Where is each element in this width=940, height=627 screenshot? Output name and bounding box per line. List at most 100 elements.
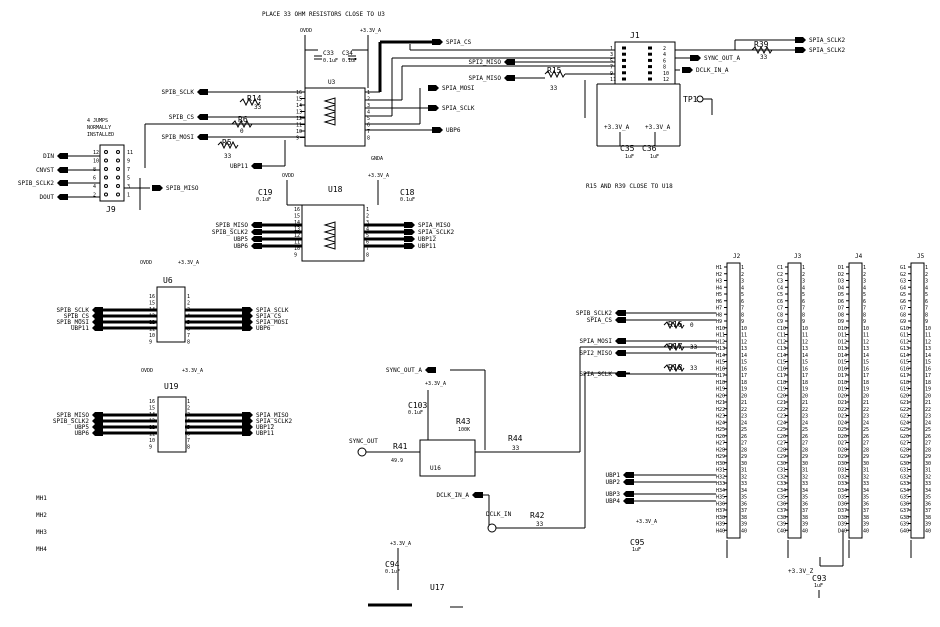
connector-pin-label: G39 — [900, 522, 909, 528]
jumper-note-1: 4 JUMPS — [87, 118, 108, 124]
connector-pin-number: 33 — [863, 481, 869, 487]
flag-u6-right: UBP6 — [242, 325, 271, 332]
connector-pin-label: G7 — [900, 306, 906, 312]
connector-pin-label: D12 — [838, 339, 847, 345]
u6-body — [156, 286, 186, 343]
connector-pin-number: 8 — [802, 312, 805, 318]
connector-pin-number: 28 — [863, 447, 869, 453]
resistor-r16-value: 0 — [690, 322, 694, 329]
connector-pin-number: 1 — [741, 265, 744, 271]
net-flag-j9: SPIB_SCLK2 — [18, 180, 68, 187]
u6-bus-pin-right: 6 — [187, 327, 190, 333]
connector-pin-number: 23 — [863, 414, 869, 420]
connector-pin-number: 16 — [741, 366, 747, 372]
connector-pin-number: 19 — [863, 387, 869, 393]
net-flag-j1-spiamiso-text: SPIA_MISO — [468, 75, 501, 82]
resistor-r16 — [663, 320, 685, 330]
connector-pin-label: G13 — [900, 346, 909, 352]
connector-pin-number: 38 — [925, 515, 931, 521]
flag-u6-right-text: SPIA_CS — [256, 313, 282, 320]
connector-pin-label: H16 — [716, 366, 725, 372]
connector-pin-number: 33 — [802, 481, 808, 487]
resistor-r5 — [217, 140, 239, 150]
connector-pin-number: 6 — [925, 299, 928, 305]
net-flag-dclk-in-a: DCLK_IN_A — [436, 492, 483, 499]
connector-pin-number: 12 — [802, 339, 808, 345]
u3-pin-left: 16 — [296, 90, 302, 96]
connector-pin-label: D33 — [838, 481, 847, 487]
connector-pin-number: 15 — [925, 360, 931, 366]
connector-pin-number: 30 — [925, 461, 931, 467]
net-flag-left-top: SPIB_SCLK — [161, 89, 208, 96]
connector-pin-label: D11 — [838, 333, 847, 339]
mounting-hole-3: MH3 — [36, 529, 47, 536]
u6-bus-pin-left: 14 — [149, 307, 155, 313]
cap-c34-value: 0.1uF — [342, 58, 357, 64]
cap-c94-value: 0.1uF — [385, 569, 400, 575]
connector-pin-number: 26 — [925, 434, 931, 440]
connector-pin-number: 38 — [863, 515, 869, 521]
connector-pin-label: D35 — [838, 495, 847, 501]
connector-pin-label: C34 — [777, 488, 786, 494]
u6-bus-pin-right: 4 — [187, 314, 190, 320]
net-flag-conn-left: SPIA_SCLK — [579, 371, 626, 378]
connector-pin-label: C28 — [777, 447, 786, 453]
cap-c33: C33 — [323, 50, 334, 57]
net-flag-u18-right: UBP12 — [404, 236, 436, 243]
dclk-in-label: DCLK_IN — [486, 511, 512, 518]
connector-pin-label: G36 — [900, 501, 909, 507]
connector-pin-number: 32 — [863, 474, 869, 480]
connector-pin-label: H35 — [716, 495, 725, 501]
tp1-point[interactable] — [696, 95, 704, 103]
net-flag-left-top-text: SPIB_CS — [169, 114, 195, 121]
connector-pin-number: 6 — [741, 299, 744, 305]
connector-pin-label: D39 — [838, 522, 847, 528]
net-flag-u18-left: SPIB_SCLK2 — [212, 229, 262, 236]
connector-pin-number: 39 — [925, 522, 931, 528]
j1-pin-right: 6 — [663, 58, 666, 64]
flag-u19-right-text: SPIA_SCLK2 — [256, 418, 293, 425]
connector-pin-number: 15 — [741, 360, 747, 366]
resistor-r39-value: 33 — [760, 54, 768, 61]
connector-pin-number: 4 — [741, 285, 744, 291]
connector-pin-number: 26 — [863, 434, 869, 440]
cap-c36: C36 — [642, 144, 657, 153]
resistor-r18-value: 33 — [690, 365, 698, 372]
net-flag-spib-miso-text: SPIB_MISO — [166, 185, 199, 192]
connector-pin-label: D4 — [838, 285, 844, 291]
j1-pin-right: 4 — [663, 52, 666, 58]
sync-out-connector[interactable] — [357, 447, 367, 457]
connector-pin-number: 36 — [741, 501, 747, 507]
connector-pin-number: 10 — [741, 326, 747, 332]
connector-pin-label: D19 — [838, 387, 847, 393]
flag-u6-left-text: UBP11 — [71, 325, 89, 332]
cap-c33-value: 0.1uF — [323, 58, 338, 64]
connector-pin-number: 10 — [863, 326, 869, 332]
cap-c95: C95 — [630, 538, 645, 547]
u18-pin-left: 16 — [294, 207, 300, 213]
j1-pin-right: 12 — [663, 77, 669, 83]
connector-pin-label: C40 — [777, 528, 786, 534]
connector-ref: J4 — [855, 253, 863, 260]
connector-pin-number: 39 — [863, 522, 869, 528]
flag-u19-left-text: UBP6 — [75, 430, 90, 437]
dclk-in-connector[interactable] — [487, 523, 497, 533]
connector-pin-label: D18 — [838, 380, 847, 386]
connector-pin-number: 9 — [741, 319, 744, 325]
connector-pin-label: D8 — [838, 312, 844, 318]
connector-pin-label: C9 — [777, 319, 783, 325]
connector-pin-number: 33 — [741, 481, 747, 487]
net-flag-conn-left: SPIA_CS — [587, 317, 626, 324]
connector-pin-number: 8 — [741, 312, 744, 318]
u3-33v-label: +3.3V_A — [360, 28, 381, 34]
connector-pin-number: 31 — [925, 468, 931, 474]
connector-pin-label: D40 — [838, 528, 847, 534]
connector-pin-number: 18 — [741, 380, 747, 386]
j1-pin-left: 7 — [610, 65, 613, 71]
connector-pin-number: 30 — [741, 461, 747, 467]
net-flag-left-top: SPIB_MOSI — [161, 134, 208, 141]
resistor-r42-value: 33 — [536, 521, 544, 528]
j1-pin-left: 9 — [610, 71, 613, 77]
flag-u6-right-text: UBP6 — [256, 325, 271, 332]
